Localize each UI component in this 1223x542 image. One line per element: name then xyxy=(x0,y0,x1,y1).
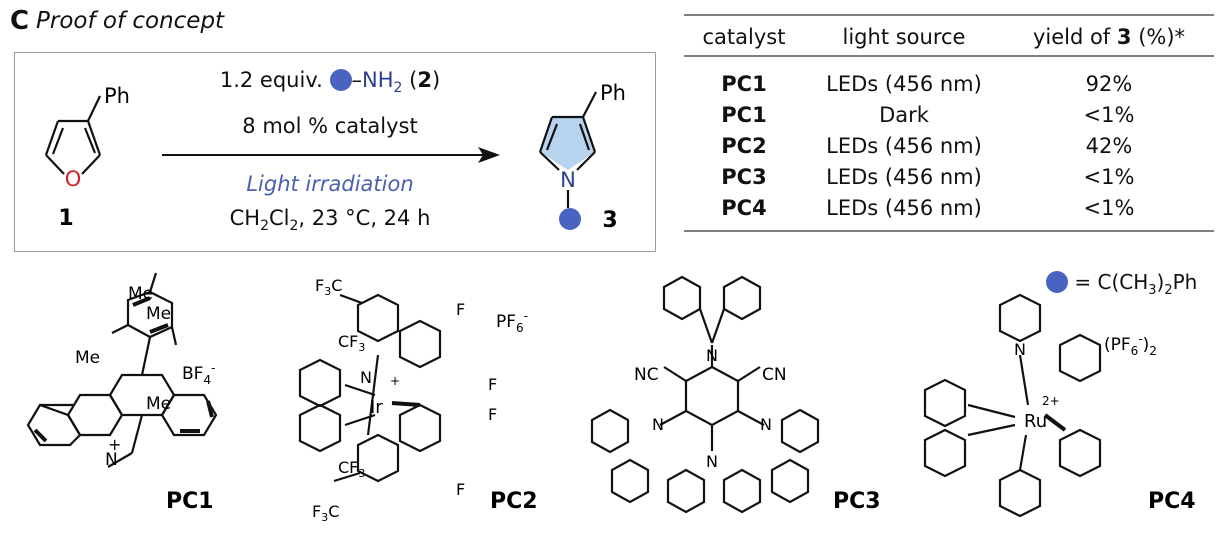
pc3-n-bottom: N xyxy=(706,452,718,471)
cumyl-dot-icon xyxy=(559,208,581,230)
cumyl-dot-icon xyxy=(1046,271,1068,293)
pc3-n-right: N xyxy=(760,415,772,434)
pc2-ir-plus: + xyxy=(390,374,400,388)
reactant-ph-label: Ph xyxy=(104,84,130,108)
reactant-number: 1 xyxy=(58,206,73,231)
pc4-structure xyxy=(923,293,1102,518)
table-row: PC3 LEDs (456 nm) <1% xyxy=(684,161,1214,192)
reagent-line-2: 8 mol % catalyst xyxy=(242,114,418,138)
pc4-label: PC4 xyxy=(1148,489,1196,514)
product-number: 3 xyxy=(602,208,617,233)
pc2-ir: Ir xyxy=(370,397,383,418)
pc4-n: N xyxy=(1014,340,1026,359)
pc2-f4: F xyxy=(456,480,465,499)
pc4-charge: 2+ xyxy=(1042,394,1060,408)
pc3-structure xyxy=(590,275,820,514)
cell-catalyst: PC3 xyxy=(721,164,767,189)
cell-yield: 42% xyxy=(1085,133,1133,158)
pc2-cf3-c: CF3 xyxy=(338,458,365,480)
pc2-n: N xyxy=(360,368,372,387)
pc3-cn-left: NC xyxy=(634,365,659,385)
panel-title: Proof of concept xyxy=(36,8,225,34)
header-catalyst: catalyst xyxy=(684,14,804,57)
pc3-label: PC3 xyxy=(833,489,881,514)
cell-light: LEDs (456 nm) xyxy=(826,164,982,189)
pc1-counterion: BF4- xyxy=(182,361,215,387)
table-row: PC4 LEDs (456 nm) <1% xyxy=(684,192,1214,232)
pc2-structure xyxy=(298,293,442,483)
pyrrole-structure xyxy=(538,91,597,208)
cell-catalyst: PC1 xyxy=(721,71,767,96)
cell-yield: 92% xyxy=(1085,71,1133,96)
cell-light: LEDs (456 nm) xyxy=(826,133,982,158)
reagent-line-1: 1.2 equiv. –NH2 (2) xyxy=(219,68,441,97)
pc1-me-ortho: Me xyxy=(146,394,171,414)
pc2-counterion: PF6- xyxy=(496,309,528,335)
reaction-scheme-box xyxy=(14,52,656,252)
cell-yield: <1% xyxy=(1083,102,1135,127)
solvent-condition: CH2Cl2, 23 °C, 24 h xyxy=(229,206,431,235)
table-row: PC1 Dark <1% xyxy=(684,99,1214,130)
cell-light: Dark xyxy=(879,102,929,127)
oxygen-atom-label: O xyxy=(65,167,82,191)
pc2-f3: F xyxy=(488,405,497,424)
reaction-scheme-svg: Ph O 1 Ph N 3 xyxy=(44,81,626,233)
pc4-counterion: (PF6-)2 xyxy=(1104,332,1157,358)
table-row: PC2 LEDs (456 nm) 42% xyxy=(684,130,1214,161)
cell-yield: <1% xyxy=(1083,164,1135,189)
pc2-cf3-b: CF3 xyxy=(338,332,365,354)
panel-letter: C xyxy=(10,6,30,36)
cell-catalyst: PC4 xyxy=(684,192,804,232)
cell-light: LEDs (456 nm) xyxy=(826,71,982,96)
cell-catalyst: PC2 xyxy=(721,133,767,158)
header-yield: yield of 3 (%)* xyxy=(1004,14,1214,57)
pc1-plus: + xyxy=(108,435,121,454)
pc1-label: PC1 xyxy=(166,489,214,514)
results-table: catalyst light source yield of 3 (%)* PC… xyxy=(684,14,1214,232)
pc1-me-top-right: Me xyxy=(146,304,171,324)
pc2-f2: F xyxy=(488,375,497,394)
cumyl-dot-icon xyxy=(329,69,352,91)
pc1-me-top: Me xyxy=(128,284,153,304)
pc4-ru: Ru xyxy=(1024,411,1047,432)
header-light-source: light source xyxy=(804,14,1004,57)
cell-yield: <1% xyxy=(1004,192,1214,232)
pc3-cn-right: CN xyxy=(762,365,787,385)
pc3-n-left: N xyxy=(652,415,664,434)
pc2-cf3-a: F3C xyxy=(315,276,342,298)
catalyst-structures-svg: Me Me Me Me BF4- N + PC1 F3C CF3 CF3 F3C… xyxy=(26,272,1196,524)
cumyl-legend: = C(CH3)2Ph xyxy=(1046,270,1197,298)
pc1-me-left: Me xyxy=(75,348,100,368)
pc2-f1: F xyxy=(456,300,465,319)
pc2-cf3-d: F3C xyxy=(312,502,339,524)
furan-structure xyxy=(44,95,102,175)
pc3-n-top: N xyxy=(706,346,718,365)
pc1-structure xyxy=(26,272,218,468)
table-row: PC1 LEDs (456 nm) 92% xyxy=(684,56,1214,99)
pc1-n-label: N xyxy=(105,450,118,470)
product-ph-label: Ph xyxy=(600,81,626,105)
light-condition: Light irradiation xyxy=(246,172,414,196)
cell-catalyst: PC1 xyxy=(721,102,767,127)
reaction-arrow-head xyxy=(478,147,500,163)
nitrogen-atom-label: N xyxy=(560,168,576,192)
cell-light: LEDs (456 nm) xyxy=(804,192,1004,232)
table-header-row: catalyst light source yield of 3 (%)* xyxy=(684,14,1214,57)
pc2-label: PC2 xyxy=(490,489,538,514)
